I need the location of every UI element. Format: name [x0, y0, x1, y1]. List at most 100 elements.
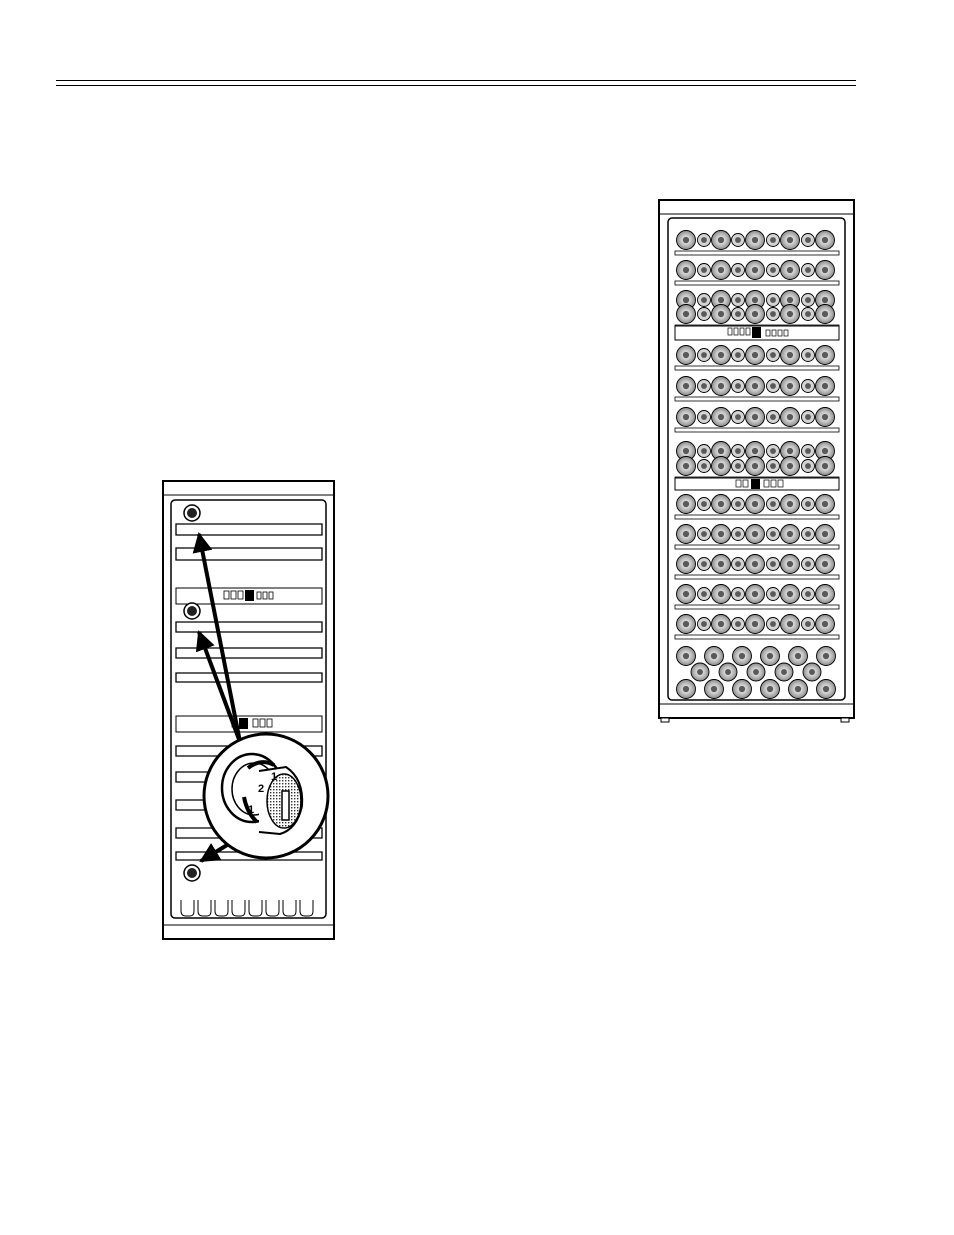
bottle-base [761, 647, 780, 666]
bottle-base [817, 647, 836, 666]
bottle-neck [732, 411, 745, 424]
header-rule-top [56, 80, 856, 81]
header-rule-bottom [56, 85, 856, 86]
bottle-base [677, 615, 696, 634]
bottle-neck [698, 294, 711, 307]
shelf-rail [675, 366, 839, 370]
shelf-rail [675, 397, 839, 401]
bottle-base [677, 457, 696, 476]
bottle-base [677, 555, 696, 574]
bottle-base [816, 231, 835, 250]
shelf-rail [675, 575, 839, 579]
bottle-base [712, 457, 731, 476]
bottle-base [816, 615, 835, 634]
bottle-base [746, 615, 765, 634]
bottle-base [677, 680, 696, 699]
bottle-base [781, 377, 800, 396]
bottle-base [747, 663, 765, 681]
bottle-base [746, 346, 765, 365]
bottle-neck [732, 558, 745, 571]
bottle-base [816, 408, 835, 427]
bottle-neck [767, 445, 780, 458]
bottle-neck [802, 618, 815, 631]
bottle-base [677, 647, 696, 666]
control-panel-upper [675, 326, 839, 340]
bottle-neck [767, 380, 780, 393]
shelf-rail [675, 515, 839, 519]
bottle-neck [767, 618, 780, 631]
bottle-base [781, 615, 800, 634]
bottle-base [803, 663, 821, 681]
bottle-neck [732, 498, 745, 511]
bottle-base [781, 261, 800, 280]
control-panel-upper [176, 588, 322, 604]
bottle-base [817, 680, 836, 699]
bottle-neck [802, 308, 815, 321]
bottle-base [746, 408, 765, 427]
bottle-base [712, 261, 731, 280]
bottle-neck [802, 498, 815, 511]
bottle-base [733, 647, 752, 666]
step-label-1-bottom: 1 [248, 804, 254, 816]
bottle-base [677, 305, 696, 324]
bottle-base [733, 680, 752, 699]
bottle-base [746, 525, 765, 544]
bottle-base [816, 495, 835, 514]
bottle-neck [732, 234, 745, 247]
bottle-base [712, 615, 731, 634]
bottle-base [677, 261, 696, 280]
bottle-neck [732, 308, 745, 321]
bottle-neck [732, 460, 745, 473]
bottle-neck [732, 445, 745, 458]
control-panel-lower [176, 716, 322, 732]
figure-left-cabinet-airflow: 1 2 1 [150, 470, 350, 950]
bottle-base [677, 231, 696, 250]
bottle-base [816, 555, 835, 574]
bottle-neck [698, 380, 711, 393]
bottle-base [781, 585, 800, 604]
bottle-neck [767, 349, 780, 362]
bottle-neck [767, 460, 780, 473]
bottle-neck [698, 349, 711, 362]
shelf-rail [675, 251, 839, 255]
bottle-base [746, 457, 765, 476]
bottle-base [816, 346, 835, 365]
bottle-neck [732, 618, 745, 631]
figure-right-cabinet-bottles [640, 190, 870, 735]
bottle-base [746, 495, 765, 514]
bottle-neck [802, 294, 815, 307]
bottle-base [677, 377, 696, 396]
bottle-neck [802, 558, 815, 571]
bottle-base [691, 663, 709, 681]
bottle-neck [767, 308, 780, 321]
bottle-neck [802, 234, 815, 247]
bottle-base [712, 555, 731, 574]
bottle-neck [732, 294, 745, 307]
bottle-neck [698, 618, 711, 631]
bottle-neck [767, 588, 780, 601]
fan-vent-bottom [184, 865, 200, 881]
bottle-base [712, 408, 731, 427]
bottle-neck [732, 349, 745, 362]
bottle-neck [732, 528, 745, 541]
bottle-base [712, 495, 731, 514]
bottle-neck [732, 264, 745, 277]
bottle-neck [767, 294, 780, 307]
bottle-base [816, 305, 835, 324]
shelf-rail [675, 605, 839, 609]
bottle-base [746, 231, 765, 250]
bottle-base [781, 555, 800, 574]
bottle-base [789, 647, 808, 666]
fan-vent-top [184, 505, 200, 521]
bottle-base [677, 495, 696, 514]
bottle-base [761, 680, 780, 699]
shelf-rail [675, 281, 839, 285]
control-panel-lower [675, 478, 839, 490]
shelf-rail [675, 545, 839, 549]
bottle-neck [732, 380, 745, 393]
bottle-base [775, 663, 793, 681]
bottle-neck [802, 588, 815, 601]
bottle-base [712, 231, 731, 250]
bottle-base [746, 555, 765, 574]
